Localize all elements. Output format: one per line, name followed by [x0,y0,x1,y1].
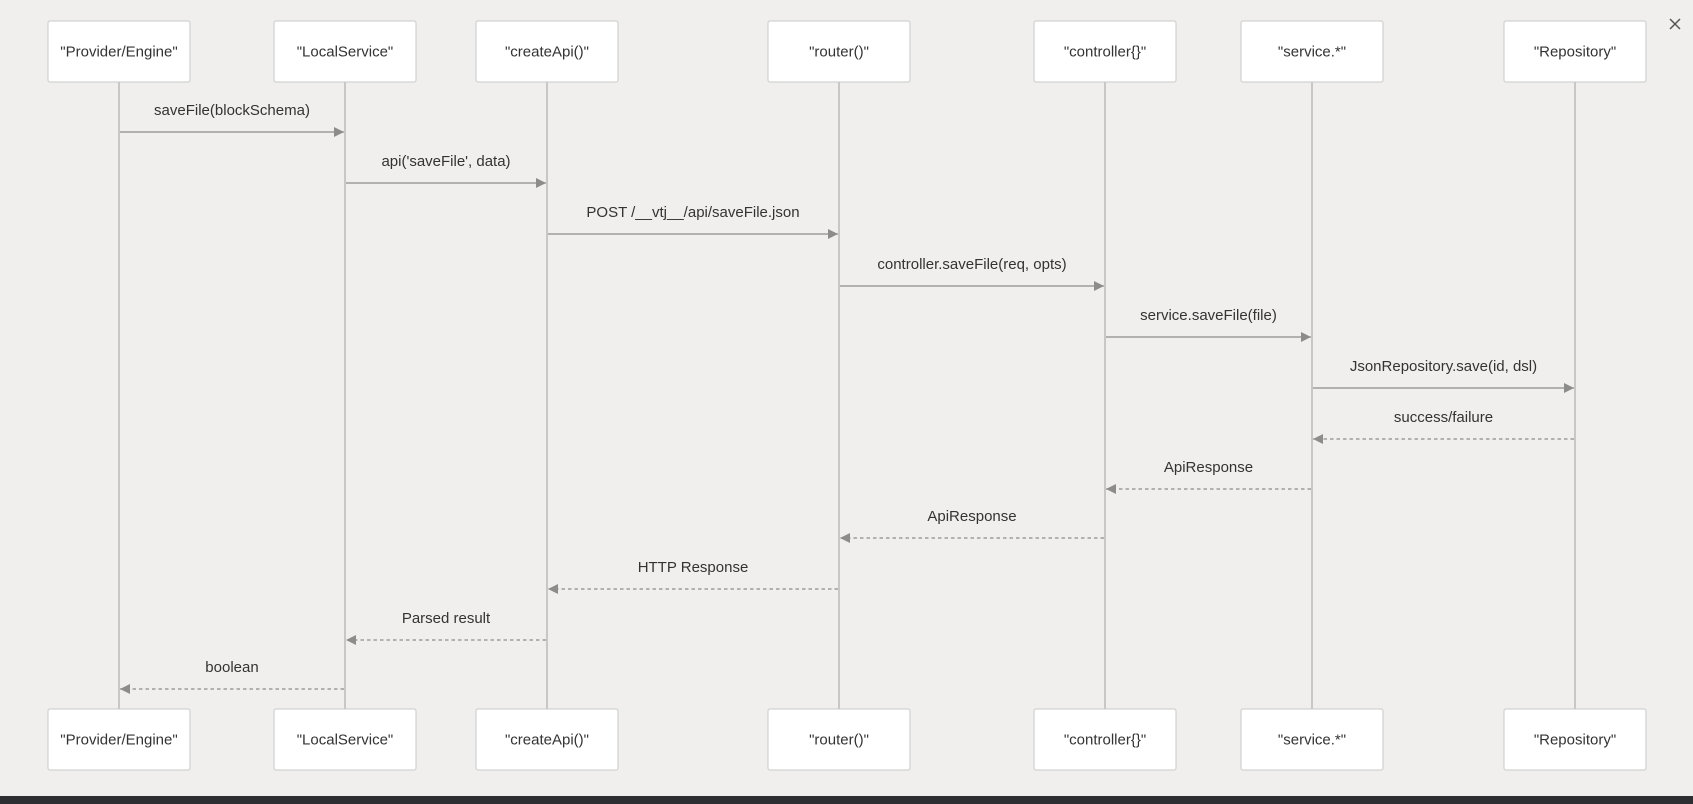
participant-controller-top: "controller{}" [1033,20,1177,83]
message-label: JsonRepository.save(id, dsl) [1350,358,1537,375]
message-label: ApiResponse [927,508,1016,525]
participant-provider-top: "Provider/Engine" [47,20,191,83]
participant-repository-top: "Repository" [1503,20,1647,83]
message-label: api('saveFile', data) [381,153,510,170]
participant-label: "LocalService" [297,44,394,61]
participant-controller-bottom: "controller{}" [1033,708,1177,771]
message-label: HTTP Response [638,559,749,576]
close-button[interactable] [1663,12,1687,36]
participant-label: "controller{}" [1064,732,1146,749]
message-2: api('saveFile', data) [346,153,546,188]
participant-label: "Provider/Engine" [60,732,177,749]
message-7: success/failure [1313,409,1574,444]
participant-router-bottom: "router()" [767,708,911,771]
participant-box-rect [1240,708,1384,771]
participant-localservice-top: "LocalService" [273,20,417,83]
participant-createapi-top: "createApi()" [475,20,619,83]
participant-label: "Provider/Engine" [60,44,177,61]
participant-box-rect [47,20,191,83]
bottom-bar [0,796,1693,804]
participant-box-rect [273,708,417,771]
participant-label: "controller{}" [1064,44,1146,61]
close-icon [1669,18,1681,30]
participant-label: "service.*" [1278,732,1346,749]
participant-label: "createApi()" [505,44,589,61]
participant-box-rect [47,708,191,771]
participant-box-rect [1503,708,1647,771]
participant-repository-bottom: "Repository" [1503,708,1647,771]
participant-box-rect [1240,20,1384,83]
participant-provider-bottom: "Provider/Engine" [47,708,191,771]
participant-label: "Repository" [1534,44,1616,61]
message-8: ApiResponse [1106,459,1311,494]
participant-box-rect [273,20,417,83]
participant-box-rect [1503,20,1647,83]
message-5: service.saveFile(file) [1106,307,1311,342]
message-4: controller.saveFile(req, opts) [840,256,1104,291]
participant-box-rect [767,708,911,771]
message-9: ApiResponse [840,508,1104,543]
participant-box-rect [1033,20,1177,83]
message-label: success/failure [1394,409,1493,426]
participant-router-top: "router()" [767,20,911,83]
participant-service-bottom: "service.*" [1240,708,1384,771]
participant-label: "router()" [809,44,869,61]
participant-box-rect [475,708,619,771]
participant-label: "createApi()" [505,732,589,749]
participant-label: "LocalService" [297,732,394,749]
message-label: Parsed result [402,610,491,627]
message-label: POST /__vtj__/api/saveFile.json [586,204,799,221]
message-11: Parsed result [346,610,546,645]
message-label: boolean [205,659,258,676]
participant-box-rect [767,20,911,83]
message-label: controller.saveFile(req, opts) [877,256,1066,273]
message-12: boolean [120,659,344,694]
participant-box-rect [475,20,619,83]
participant-localservice-bottom: "LocalService" [273,708,417,771]
participant-label: "router()" [809,732,869,749]
message-10: HTTP Response [548,559,838,594]
participant-label: "service.*" [1278,44,1346,61]
message-3: POST /__vtj__/api/saveFile.json [548,204,838,239]
participant-service-top: "service.*" [1240,20,1384,83]
participant-label: "Repository" [1534,732,1616,749]
message-label: saveFile(blockSchema) [154,102,310,119]
message-6: JsonRepository.save(id, dsl) [1313,358,1574,393]
participant-createapi-bottom: "createApi()" [475,708,619,771]
message-label: service.saveFile(file) [1140,307,1277,324]
participant-box-rect [1033,708,1177,771]
message-1: saveFile(blockSchema) [120,102,344,137]
message-label: ApiResponse [1164,459,1253,476]
